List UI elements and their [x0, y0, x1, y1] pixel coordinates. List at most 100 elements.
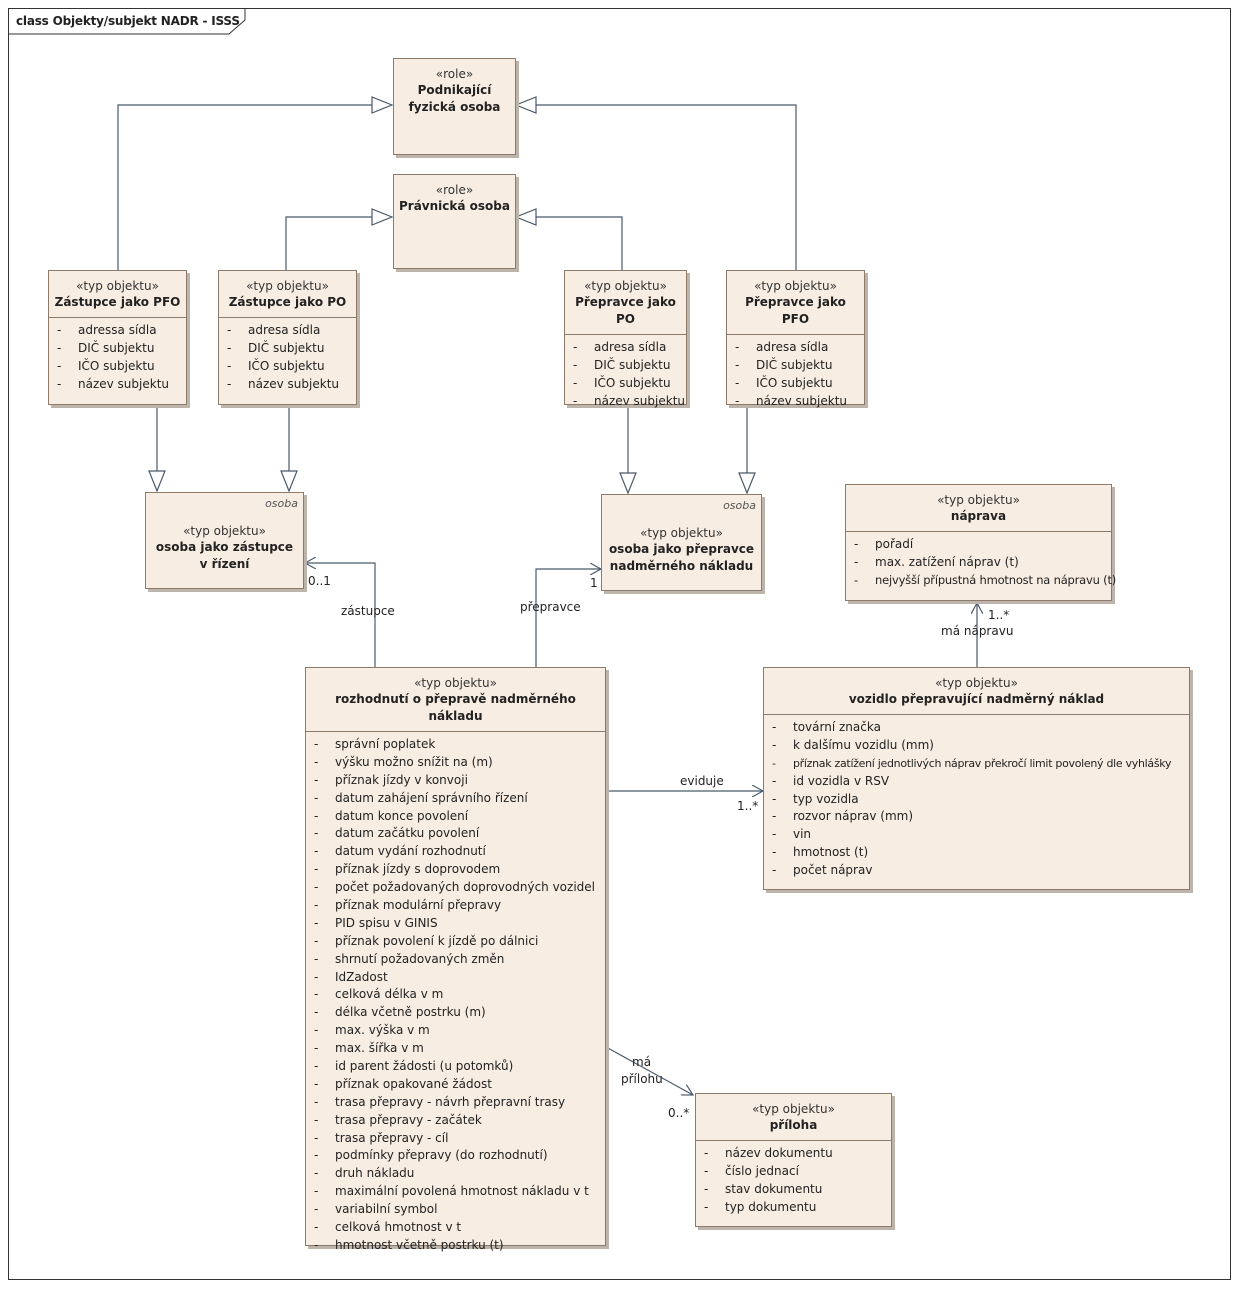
- attribute: příznak modulární přepravy: [306, 897, 605, 915]
- association-label-ma-prilohu-line2: přílohu: [621, 1072, 663, 1086]
- attribute: datum zahájení správního řízení: [306, 790, 605, 808]
- stereotype: «typ objektu»: [937, 493, 1020, 507]
- generalization-zastupce-pfo: [117, 104, 372, 270]
- attribute: IČO subjektu: [727, 375, 864, 393]
- attribute: PID spisu v GINIS: [306, 915, 605, 933]
- attribute: nejvyšší přípustná hmotnost na nápravu (…: [846, 572, 1116, 590]
- class-name: rozhodnutí o přepravě nadměrného nákladu: [335, 692, 576, 723]
- attribute: datum konce povolení: [306, 808, 605, 826]
- attribute-list: adresa sídla DIČ subjektu IČO subjektu n…: [727, 334, 864, 414]
- class-name: Zástupce jako PO: [228, 295, 347, 309]
- attribute-list: adressa sídla DIČ subjektu IČO subjektu …: [49, 317, 186, 397]
- attribute: příznak opakované žádost: [306, 1076, 605, 1094]
- association-ma-prilohu: [605, 1046, 693, 1095]
- stereotype: «typ objektu»: [754, 279, 837, 293]
- association-zastupce: [305, 563, 376, 667]
- attribute-list: adresa sídla DIČ subjektu IČO subjektu n…: [565, 334, 686, 414]
- stereotype: «typ objektu»: [76, 279, 159, 293]
- class-osoba-jako-prepravce[interactable]: osoba «typ objektu» osoba jako přepravce…: [601, 494, 762, 591]
- attribute: hmotnost včetně postrku (t): [306, 1237, 605, 1255]
- frame-title: class Objekty/subjekt NADR - ISSS: [16, 14, 240, 28]
- attribute: stav dokumentu: [696, 1181, 891, 1199]
- stereotype: «role»: [435, 183, 474, 197]
- class-name: vozidlo přepravující nadměrný náklad: [848, 692, 1105, 706]
- attribute: název subjektu: [49, 376, 186, 394]
- attribute: příznak jízdy v konvoji: [306, 772, 605, 790]
- attribute: id vozidla v RSV: [764, 773, 1189, 791]
- diagram-frame: class Objekty/subjekt NADR - ISSS: [8, 8, 1231, 1280]
- class-prepravce-jako-pfo[interactable]: «typ objektu» Přepravce jako PFO adresa …: [726, 270, 865, 410]
- attribute: správní poplatek: [306, 736, 605, 754]
- attribute: název dokumentu: [696, 1145, 891, 1163]
- class-osoba-jako-zastupce[interactable]: osoba «typ objektu» osoba jako zástupce …: [145, 492, 304, 589]
- attribute: délka včetně postrku (m): [306, 1004, 605, 1022]
- attribute: název subjektu: [565, 393, 686, 411]
- attribute: rozvor náprav (mm): [764, 808, 1189, 826]
- generalization-arrowhead: [371, 208, 394, 226]
- attribute-list: název dokumentu číslo jednací stav dokum…: [696, 1140, 891, 1220]
- attribute: max. výška v m: [306, 1022, 605, 1040]
- class-name: Podnikající fyzická osoba: [408, 83, 501, 114]
- generalization-arrowhead: [371, 96, 394, 114]
- attribute: počet požadovaných doprovodných vozidel: [306, 879, 605, 897]
- attribute: IČO subjektu: [49, 358, 186, 376]
- stereotype: «typ objektu»: [414, 676, 497, 690]
- generalization-arrowhead: [280, 470, 298, 493]
- class-prepravce-jako-po[interactable]: «typ objektu» Přepravce jako PO adresa s…: [564, 270, 687, 410]
- attribute: podmínky přepravy (do rozhodnutí): [306, 1147, 605, 1165]
- attribute-list: adresa sídla DIČ subjektu IČO subjektu n…: [219, 317, 356, 397]
- association-prepravce: [535, 569, 601, 667]
- attribute: IČO subjektu: [565, 375, 686, 393]
- class-rozhodnuti[interactable]: «typ objektu» rozhodnutí o přepravě nadm…: [305, 667, 606, 1255]
- generalization-arrowhead: [514, 208, 537, 226]
- class-priloha[interactable]: «typ objektu» příloha název dokumentu čí…: [695, 1093, 892, 1227]
- attribute: hmotnost (t): [764, 844, 1189, 862]
- attribute: DIČ subjektu: [727, 357, 864, 375]
- attribute: datum vydání rozhodnutí: [306, 843, 605, 861]
- stereotype: «typ objektu»: [640, 526, 723, 540]
- attribute-list: pořadí max. zatížení náprav (t) nejvyšší…: [846, 531, 1116, 593]
- class-pravnicka-osoba[interactable]: «role» Právnická osoba: [393, 174, 516, 269]
- attribute: název subjektu: [727, 393, 864, 411]
- class-podnikajici-fyzicka-osoba[interactable]: «role» Podnikající fyzická osoba: [393, 58, 516, 155]
- attribute: shrnutí požadovaných změn: [306, 951, 605, 969]
- association-label-prepravce: přepravce: [520, 600, 581, 614]
- stereotype: «typ objektu»: [183, 524, 266, 538]
- association-label-eviduje: eviduje: [680, 774, 724, 788]
- attribute: vin: [764, 826, 1189, 844]
- class-name: osoba jako zástupce v řízení: [155, 540, 294, 571]
- generalization-arrowhead: [738, 472, 756, 495]
- attribute: výšku možno snížit na (m): [306, 754, 605, 772]
- attribute: typ dokumentu: [696, 1199, 891, 1217]
- attribute: IdZadost: [306, 969, 605, 987]
- attribute-list: tovární značka k dalšímu vozidlu (mm) př…: [764, 714, 1189, 883]
- class-zastupce-jako-po[interactable]: «typ objektu» Zástupce jako PO adresa sí…: [218, 270, 357, 405]
- class-vozidlo[interactable]: «typ objektu» vozidlo přepravující nadmě…: [763, 667, 1190, 890]
- attribute: id parent žádosti (u potomků): [306, 1058, 605, 1076]
- class-name: Zástupce jako PFO: [54, 295, 181, 309]
- attribute: adresa sídla: [727, 339, 864, 357]
- attribute: max. zatížení náprav (t): [846, 554, 1111, 572]
- attribute: název subjektu: [219, 376, 356, 394]
- stereotype-tag: osoba: [723, 499, 756, 512]
- attribute: DIČ subjektu: [565, 357, 686, 375]
- generalization-arrowhead: [148, 470, 166, 493]
- attribute: číslo jednací: [696, 1163, 891, 1181]
- attribute: tovární značka: [764, 719, 1189, 737]
- stereotype: «typ objektu»: [935, 676, 1018, 690]
- generalization-arrowhead: [619, 472, 637, 495]
- generalization-prepravce-po: [536, 216, 623, 270]
- class-zastupce-jako-pfo[interactable]: «typ objektu» Zástupce jako PFO adressa …: [48, 270, 187, 405]
- attribute: adresa sídla: [219, 322, 356, 340]
- attribute: IČO subjektu: [219, 358, 356, 376]
- class-name: osoba jako přepravce nadměrného nákladu: [608, 542, 755, 573]
- attribute: typ vozidla: [764, 791, 1189, 809]
- class-naprava[interactable]: «typ objektu» náprava pořadí max. zatíže…: [845, 484, 1116, 601]
- attribute: k dalšímu vozidlu (mm): [764, 737, 1189, 755]
- stereotype: «role»: [435, 67, 474, 81]
- attribute: celková délka v m: [306, 986, 605, 1004]
- association-label-ma-napravu: má nápravu: [941, 624, 1014, 638]
- multiplicity-ma-prilohu: 0..*: [668, 1106, 690, 1120]
- multiplicity-prepravce: 1: [590, 576, 598, 590]
- generalization-zastupce-po: [285, 216, 372, 270]
